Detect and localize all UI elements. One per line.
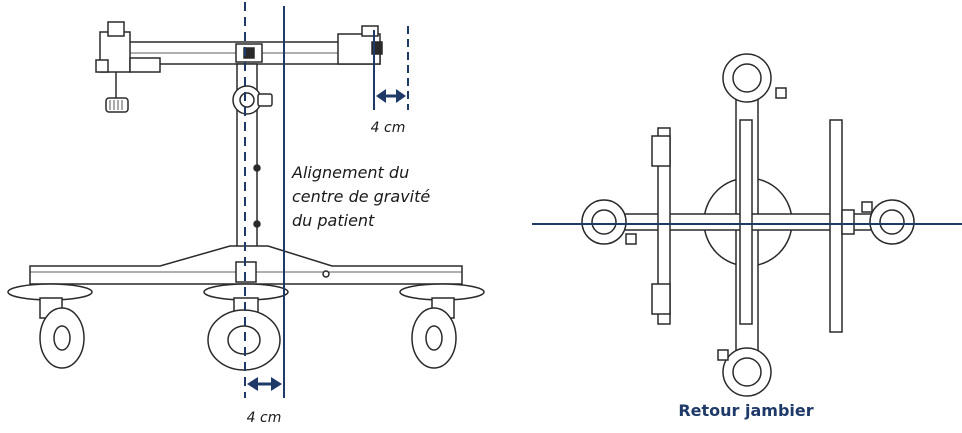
- alignment-label-line2: centre de gravité: [292, 187, 430, 206]
- stand-side-view: [7, 21, 485, 371]
- left-bar: [657, 127, 671, 325]
- bottom-offset-label: 4 cm: [247, 410, 282, 426]
- stand-top-view: [581, 53, 915, 397]
- alignment-label-line1: Alignement du: [291, 163, 409, 182]
- alignment-label-line3: du patient: [292, 211, 375, 230]
- top-offset-arrow: [376, 89, 406, 103]
- alignment-lines: [244, 2, 409, 398]
- right-bar: [829, 119, 843, 333]
- top-offset-label: 4 cm: [371, 120, 406, 136]
- left-knob: [105, 97, 129, 113]
- bottom-offset-arrow: [247, 377, 282, 391]
- figure-caption: Retour jambier: [678, 401, 813, 420]
- middle-bar: [739, 119, 753, 325]
